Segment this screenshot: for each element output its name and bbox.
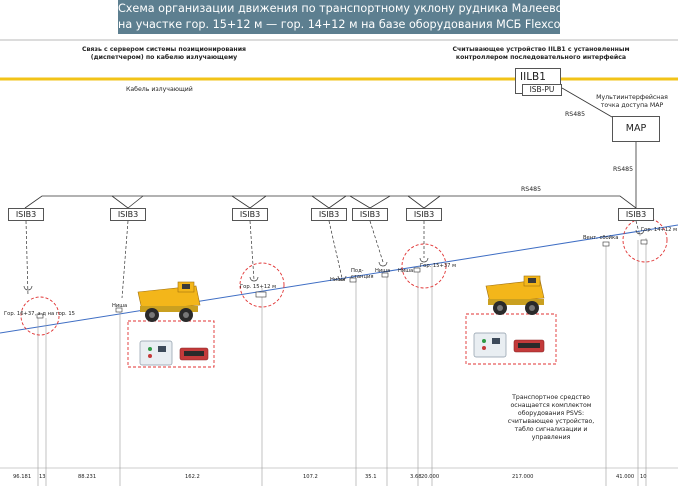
distance-3: 88.231 [78,474,97,480]
isib3-label-3: ISIB3 [239,210,261,219]
kit-equipment-1 [139,340,209,366]
isbpu-map-link [561,87,613,118]
isb-pu-box: ISB-PU [522,84,562,96]
vehicle-equipment-note: Транспортное средство оснащается комплек… [507,394,595,441]
map-access-caption: Мультиинтерфейсная точка доступа MAP [596,94,668,109]
dump-truck-1 [137,281,201,322]
point-gor-14-12: Гор. 14+12 м [641,227,678,233]
point-podstanciya: Под-станция [351,268,374,280]
isib3-box-5: ISIB3 [352,208,388,221]
title-line-2: на участке гор. 15+12 м — гор. 14+12 м н… [118,18,572,31]
distance-11: 10 [640,474,647,480]
isib3-box-7: ISIB3 [618,208,654,221]
server-link-caption: Связь с сервером системы позиционировани… [81,46,247,61]
rs485-bus [24,195,637,209]
point-vent: Вент. сбойка [583,235,619,241]
distance-10: 41.000 [616,474,635,480]
reference-verticals [37,238,647,486]
isb-pu-label: ISB-PU [529,85,555,94]
antenna-symbols [23,229,645,291]
point-nisha-4: Ниша [398,268,414,274]
station-circles [20,217,668,336]
point-gor-15-12: Гор. 15+12 м [240,284,277,290]
isib3-label-5: ISIB3 [359,210,381,219]
point-nisha-1: Ниша [112,303,128,309]
distance-5: 107.2 [303,474,318,480]
isib3-box-1: ISIB3 [8,208,44,221]
isib3-box-3: ISIB3 [232,208,268,221]
distance-6: 35.1 [365,474,377,480]
dump-truck-2 [485,275,545,315]
kit-equipment-2 [473,332,545,358]
isib3-connectors [111,195,441,209]
drop-lines [25,220,641,299]
map-label: MAP [625,123,647,134]
distance-1: 96.181 [13,474,32,480]
distance-7: 3.68 [410,474,422,480]
rs485-label-b: RS485 [613,166,634,173]
point-nisha-3: Ниша [375,268,391,274]
diagram-title: Схема организации движения по транспортн… [118,0,584,34]
map-box: MAP [612,116,660,142]
title-line-1: Схема организации движения по транспортн… [118,2,584,15]
isib3-box-6: ISIB3 [406,208,442,221]
isib3-label-1: ISIB3 [15,210,37,219]
distance-9: 217.000 [512,474,534,480]
vehicle-kit-box-2 [465,313,557,365]
vehicle-kit-box-1 [127,320,215,368]
rs485-label-c: RS485 [521,186,542,193]
isib3-label-6: ISIB3 [413,210,435,219]
isib3-label-7: ISIB3 [625,210,647,219]
isib3-box-2: ISIB3 [110,208,146,221]
point-nisha-2: Ниша [330,277,346,283]
distance-2: 13 [39,474,46,480]
point-gor-15-37: Гор. 15+37 м [420,263,457,269]
point-gor-16: Гор. 16+37, з-д на гор. 15 [4,311,75,317]
isib3-label-2: ISIB3 [117,210,139,219]
isib3-box-4: ISIB3 [311,208,347,221]
reader-device-caption: Считывающее устройство IILB1 с установле… [452,46,630,61]
isib3-label-4: ISIB3 [318,210,340,219]
rs485-label-a: RS485 [565,111,586,118]
point-markers [36,239,648,319]
radiating-cable-label: Кабель излучающий [126,86,193,93]
distance-4: 162.2 [185,474,200,480]
iilb1-label: IILB1 [520,71,546,83]
distance-8: 20.000 [421,474,440,480]
